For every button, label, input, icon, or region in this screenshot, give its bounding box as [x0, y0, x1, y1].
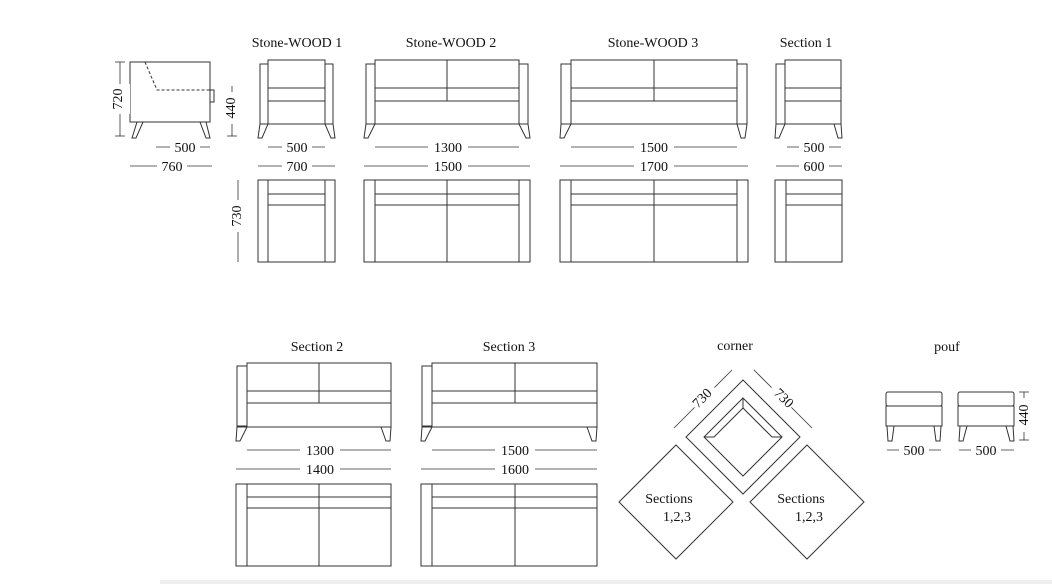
corner-left-sections-numbers: 1,2,3 [663, 510, 691, 525]
sw1-inner-label: 500 [287, 141, 308, 156]
pouf-height-label: 440 [1017, 405, 1032, 426]
title-stone-wood-3: Stone-WOOD 3 [608, 36, 699, 51]
dims-section-1: 500 600 [776, 139, 842, 175]
title-section-1: Section 1 [780, 36, 833, 51]
dims-pouf: 500 500 440 [887, 391, 1035, 459]
s2-outer-label: 1400 [306, 463, 334, 478]
dims-stone-wood-1: 500 700 [258, 139, 335, 175]
sw3-inner-label: 1500 [640, 141, 668, 156]
top-section-3 [420, 483, 598, 567]
top-section-2 [235, 483, 392, 567]
top-stone-wood-1 [257, 179, 336, 263]
front-stone-wood-3 [559, 59, 748, 139]
side-depth-outer-label: 760 [162, 160, 183, 175]
s1-outer-label: 600 [804, 160, 825, 175]
corner-right-sections-label: Sections [777, 492, 824, 507]
seat-height-label: 440 [224, 98, 239, 119]
pouf-drawing-1 [885, 391, 943, 442]
side-depth-inner-label: 500 [175, 141, 196, 156]
top-stone-wood-2 [363, 179, 531, 263]
top-depth-label: 730 [230, 206, 245, 227]
side-height-label: 720 [111, 89, 126, 110]
corner-right-sections-numbers: 1,2,3 [795, 510, 823, 525]
title-stone-wood-2: Stone-WOOD 2 [406, 36, 497, 51]
front-section-1 [774, 59, 843, 139]
title-section-2: Section 2 [291, 340, 344, 355]
title-pouf: pouf [934, 340, 960, 355]
front-stone-wood-1 [257, 59, 336, 139]
s3-inner-label: 1500 [501, 444, 529, 459]
top-depth-dim: 730 [228, 180, 248, 262]
s2-inner-label: 1300 [306, 444, 334, 459]
top-stone-wood-3 [559, 179, 749, 263]
title-corner: corner [717, 339, 753, 354]
title-section-3: Section 3 [483, 340, 536, 355]
dims-stone-wood-3: 1500 1700 [560, 139, 748, 175]
front-stone-wood-2 [363, 59, 531, 139]
side-profile: 720 500 760 [108, 61, 215, 175]
dims-section-3: 1500 1600 [421, 442, 597, 478]
pouf-drawing-2 [957, 391, 1015, 442]
front-section-2 [235, 362, 392, 442]
pouf-b-label: 500 [976, 444, 997, 459]
sw2-inner-label: 1300 [434, 141, 462, 156]
front-section-3 [420, 362, 598, 442]
top-section-1 [774, 179, 843, 263]
s1-inner-label: 500 [804, 141, 825, 156]
sw2-outer-label: 1500 [434, 160, 462, 175]
dims-stone-wood-2: 1300 1500 [364, 139, 530, 175]
title-stone-wood-1: Stone-WOOD 1 [252, 36, 343, 51]
seat-height-dim: 440 [222, 86, 242, 137]
dims-section-2: 1300 1400 [236, 442, 391, 478]
corner-left-sections-label: Sections [645, 492, 692, 507]
sw3-outer-label: 1700 [640, 160, 668, 175]
sw1-outer-label: 700 [287, 160, 308, 175]
corner-drawing: 730 730 Sections 1,2,3 Sections 1,2,3 [618, 369, 865, 560]
pouf-a-label: 500 [904, 444, 925, 459]
s3-outer-label: 1600 [501, 463, 529, 478]
